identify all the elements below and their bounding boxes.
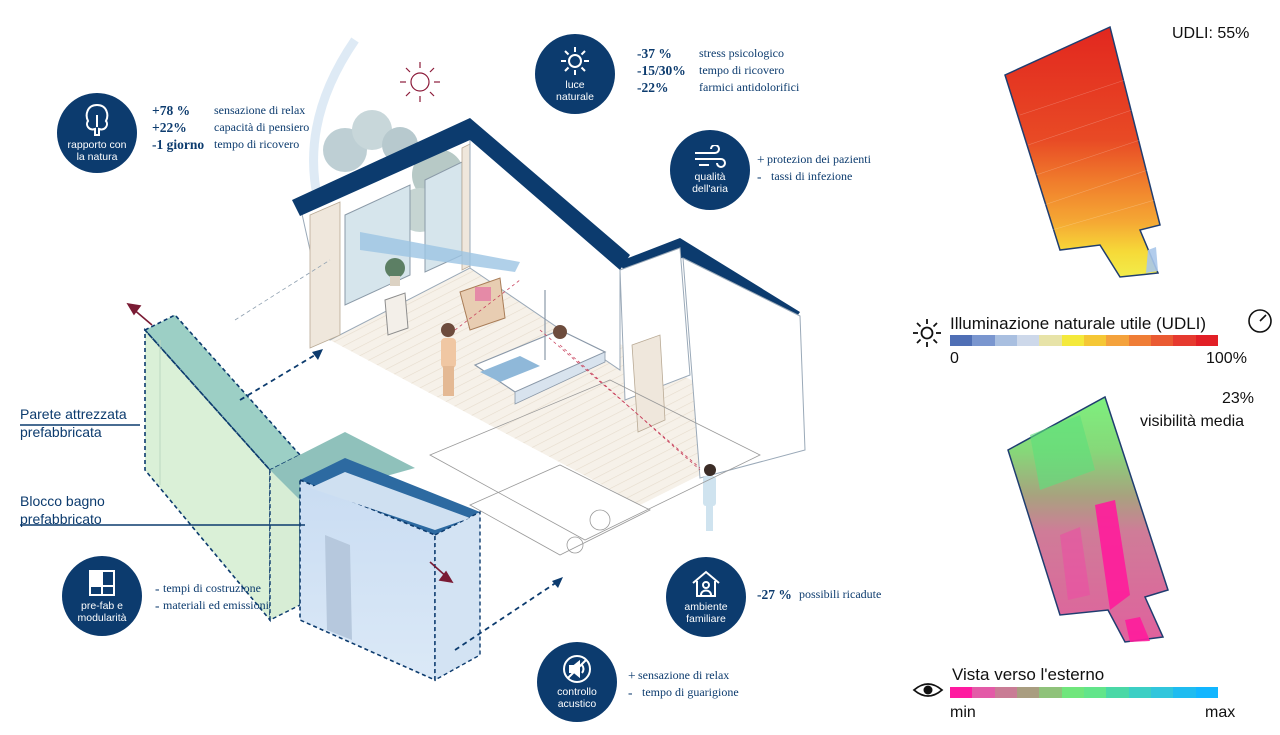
tree-icon	[85, 103, 109, 136]
view-title: Vista verso l'esterno	[952, 665, 1105, 684]
udli-scale-swatch	[1083, 335, 1107, 346]
udli-color-scale	[950, 335, 1218, 346]
air-stats: +protezion dei pazienti -tassi di infezi…	[757, 152, 871, 184]
light-ray	[360, 232, 520, 272]
udli-scale-swatch	[1061, 335, 1084, 346]
nurse-figure	[441, 323, 456, 396]
view-caption: visibilità media	[1140, 413, 1245, 430]
view-scale-swatch	[1195, 687, 1218, 698]
prefab-stats: -tempi di costruzione -materiali ed emis…	[155, 581, 269, 613]
eye-icon	[912, 683, 944, 697]
prefab-circle: pre-fab e modularità	[62, 556, 142, 636]
view-scale-swatch	[950, 687, 973, 698]
view-scale-swatch	[972, 687, 995, 698]
air-label: qualità dell'aria	[692, 171, 728, 195]
udli-scale-swatch	[1128, 335, 1151, 346]
sun-icon	[561, 47, 589, 75]
udli-scale-swatch	[994, 335, 1017, 346]
udli-scale-swatch	[1039, 335, 1062, 346]
view-scale-swatch	[1150, 687, 1174, 698]
udli-scale-swatch	[972, 335, 995, 346]
home-icon	[692, 570, 720, 597]
sound-icon	[563, 655, 591, 683]
udli-scale-swatch	[1173, 335, 1196, 346]
view-scale-swatch	[1128, 687, 1151, 698]
room-axonometric-drawing	[20, 37, 806, 682]
home-label: ambiente familiare	[684, 601, 728, 625]
view-scale-swatch	[1016, 687, 1040, 698]
modules-icon	[89, 570, 115, 596]
plant	[385, 258, 405, 286]
wind-icon	[695, 145, 726, 168]
udli-min: 0	[950, 350, 959, 367]
nature-stats: +78 %sensazione di relax +22%capacità di…	[152, 103, 310, 152]
light-stats: -37 %stress psicologico -15/30%tempo di …	[637, 46, 800, 95]
prefab-wall-label: Parete attrezzata prefabbricata	[20, 406, 127, 440]
acoustic-stats: +sensazione di relax -tempo di guarigion…	[628, 668, 739, 700]
nature-label: rapporto con la natura	[67, 139, 127, 163]
home-stats: -27 %possibili ricadute	[757, 587, 882, 602]
view-scale-swatch	[1039, 687, 1062, 698]
udli-summary: UDLI: 55%	[1172, 25, 1250, 42]
acoustic-label: controllo acustico	[557, 686, 597, 710]
floor-plan-sketch	[429, 379, 761, 556]
udli-scale-swatch	[950, 335, 973, 346]
udli-scale-swatch	[1195, 335, 1218, 346]
udli-max: 100%	[1206, 350, 1247, 367]
air-circle: qualità dell'aria	[670, 130, 750, 210]
prefab-label: pre-fab e modularità	[77, 600, 127, 624]
view-percent: 23%	[1222, 390, 1255, 407]
view-scale-swatch	[1061, 687, 1084, 698]
udli-scale-swatch	[1016, 335, 1040, 346]
view-scale-swatch	[1173, 687, 1196, 698]
light-circle: luce naturale	[535, 34, 615, 114]
view-color-scale	[950, 687, 1218, 698]
sky-arc	[309, 37, 359, 201]
sun-symbol	[400, 62, 440, 102]
view-scale-swatch	[994, 687, 1017, 698]
view-max: max	[1205, 704, 1236, 721]
udli-scale-swatch	[1150, 335, 1174, 346]
view-scale-swatch	[1083, 687, 1107, 698]
chair	[384, 292, 409, 336]
udli-title: Illuminazione naturale utile (UDLI)	[950, 314, 1207, 333]
explode-arrow-down	[429, 561, 454, 584]
explode-arrow-up	[126, 302, 153, 326]
bathroom-block-label: Blocco bagno prefabbricato	[20, 493, 105, 527]
udli-heatmap	[1004, 25, 1161, 278]
light-label: luce naturale	[556, 79, 594, 103]
acoustic-circle: controllo acustico	[537, 642, 617, 722]
prefab-bathroom-block	[299, 458, 481, 682]
home-circle: ambiente familiare	[666, 557, 746, 637]
nature-circle: rapporto con la natura	[57, 93, 137, 173]
view-heatmap	[1007, 395, 1169, 643]
udli-scale-swatch	[1106, 335, 1129, 346]
udli-sun-icon	[913, 319, 941, 347]
clock-icon	[1248, 309, 1272, 333]
visitor-figure	[703, 464, 716, 531]
view-scale-swatch	[1106, 687, 1129, 698]
view-min: min	[950, 704, 976, 721]
